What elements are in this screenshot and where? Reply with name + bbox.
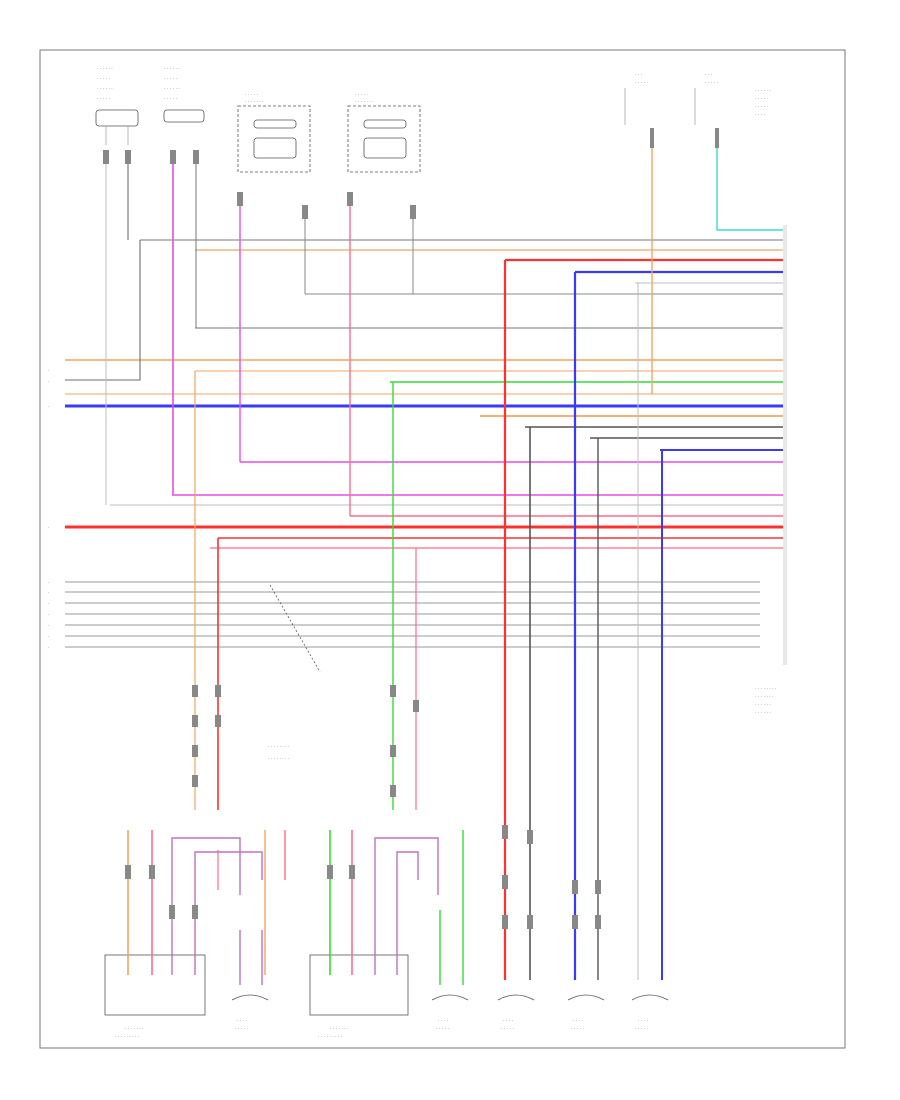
front-speaker-left-block: · · · · · · · · · · · · bbox=[237, 93, 311, 219]
svg-text:· · · · ·: · · · · · bbox=[635, 1027, 648, 1032]
svg-text:· · · · ·: · · · · · bbox=[355, 93, 368, 98]
svg-text:· · ·: · · · bbox=[635, 73, 642, 78]
svg-text:· · · · · ·: · · · · · · bbox=[97, 87, 113, 92]
svg-text:· · · · · · · ·: · · · · · · · · bbox=[268, 757, 289, 762]
svg-text:· · · · · · ·: · · · · · · · bbox=[245, 100, 264, 105]
svg-text:·: · bbox=[48, 624, 49, 629]
svg-text:· · · · · ·: · · · · · · bbox=[755, 711, 771, 716]
connector-ticks bbox=[192, 685, 601, 929]
front-speaker-right-block: · · · · · · · · · · · · bbox=[347, 93, 421, 219]
svg-text:· · · · · ·: · · · · · · bbox=[164, 67, 180, 72]
svg-text:· · · · ·: · · · · · bbox=[635, 81, 648, 86]
svg-text:·: · bbox=[48, 526, 49, 531]
svg-text:· · · · ·: · · · · · bbox=[97, 77, 110, 82]
steering-switch-block: · · · · · · · · · · · · · · · · · · · · … bbox=[163, 67, 205, 164]
rear-tweeter-left-block: · · · · · · · · · bbox=[217, 830, 286, 1032]
svg-text:· · · · · · ·: · · · · · · · bbox=[125, 1027, 144, 1032]
svg-text:·: · bbox=[48, 602, 49, 607]
svg-text:·: · bbox=[48, 405, 49, 410]
svg-text:· · · · · ·: · · · · · · bbox=[755, 703, 771, 708]
svg-text:· · · ·: · · · · bbox=[755, 113, 765, 118]
left-tweeter-block: · · · · · · · · · bbox=[497, 994, 535, 1032]
svg-text:· · · · · · · · ·: · · · · · · · · · bbox=[318, 1035, 342, 1040]
svg-text:· · · · ·: · · · · · bbox=[755, 105, 768, 110]
svg-text:· · · · ·: · · · · · bbox=[164, 97, 177, 102]
svg-text:· · · · · · ·: · · · · · · · bbox=[355, 100, 374, 105]
svg-text:· · · ·: · · · · bbox=[503, 1019, 513, 1024]
svg-text:· · · · · · ·: · · · · · · · bbox=[330, 1027, 349, 1032]
svg-text:· · · · · · · ·: · · · · · · · · bbox=[268, 745, 289, 750]
svg-text:· · · ·: · · · · bbox=[638, 1019, 648, 1024]
svg-text:· · · ·: · · · · bbox=[237, 1019, 247, 1024]
diagram-border bbox=[39, 49, 846, 1049]
svg-text:· · · · ·: · · · · · bbox=[97, 97, 110, 102]
svg-text:·: · bbox=[48, 635, 49, 640]
svg-text:· · · · ·: · · · · · bbox=[436, 1027, 449, 1032]
svg-text:·: · bbox=[48, 380, 49, 385]
svg-text:·: · bbox=[48, 613, 49, 618]
svg-text:· · · · · ·: · · · · · · bbox=[97, 67, 113, 72]
svg-text:· · · · · · · ·: · · · · · · · · bbox=[755, 687, 776, 692]
left-pin-marks: · · · · · · · · · · · bbox=[48, 369, 49, 651]
svg-text:·: · bbox=[48, 369, 49, 374]
svg-text:·: · bbox=[48, 581, 49, 586]
rear-speaker-right-block: · · · · · · · · · · · · · · · · bbox=[309, 830, 439, 1040]
svg-text:·: · bbox=[48, 591, 49, 596]
svg-text:· · · ·: · · · · bbox=[438, 1019, 448, 1024]
svg-text:· · · · · · · · ·: · · · · · · · · · bbox=[115, 1035, 139, 1040]
vertical-wires bbox=[65, 148, 785, 980]
rear-speaker-left-block: · · · · · · · · · · · · · · · · bbox=[104, 830, 263, 1040]
legend: · · · · · · · · · · · · · · · · bbox=[268, 745, 289, 762]
clockspring-block: · · · · · · · · · · · · · · · · · · · · … bbox=[95, 67, 139, 164]
svg-text:· · · · · · ·: · · · · · · · bbox=[755, 695, 774, 700]
svg-text:· · · · ·: · · · · · bbox=[755, 97, 768, 102]
svg-text:· · ·: · · · bbox=[705, 73, 712, 78]
svg-text:· · · · ·: · · · · · bbox=[571, 1027, 584, 1032]
svg-text:·: · bbox=[48, 646, 49, 651]
svg-text:· · · · ·: · · · · · bbox=[501, 1027, 514, 1032]
gray-bus bbox=[65, 581, 760, 673]
woofer-block: · · · · · · · · · bbox=[631, 994, 669, 1032]
right-tweeter-block: · · · · · · · · · bbox=[567, 994, 605, 1032]
front-tweeter-right-block: · · · · · · · · · bbox=[431, 830, 469, 1032]
harness-wires bbox=[65, 239, 785, 549]
svg-text:· · · ·: · · · · bbox=[573, 1019, 583, 1024]
svg-text:· · · · · ·: · · · · · · bbox=[755, 89, 771, 94]
svg-text:· · · · · ·: · · · · · · bbox=[164, 87, 180, 92]
svg-text:· · · · ·: · · · · · bbox=[705, 81, 718, 86]
fuse-block: · · · · · · · · · · · · · · · · · · · · … bbox=[624, 73, 771, 148]
svg-text:· · · · ·: · · · · · bbox=[235, 1027, 248, 1032]
svg-text:· · · · ·: · · · · · bbox=[245, 93, 258, 98]
amplifier-pin-column: · · · · · · · · · · · · · · · · · · · · … bbox=[755, 225, 787, 716]
svg-text:· · · · ·: · · · · · bbox=[164, 77, 177, 82]
